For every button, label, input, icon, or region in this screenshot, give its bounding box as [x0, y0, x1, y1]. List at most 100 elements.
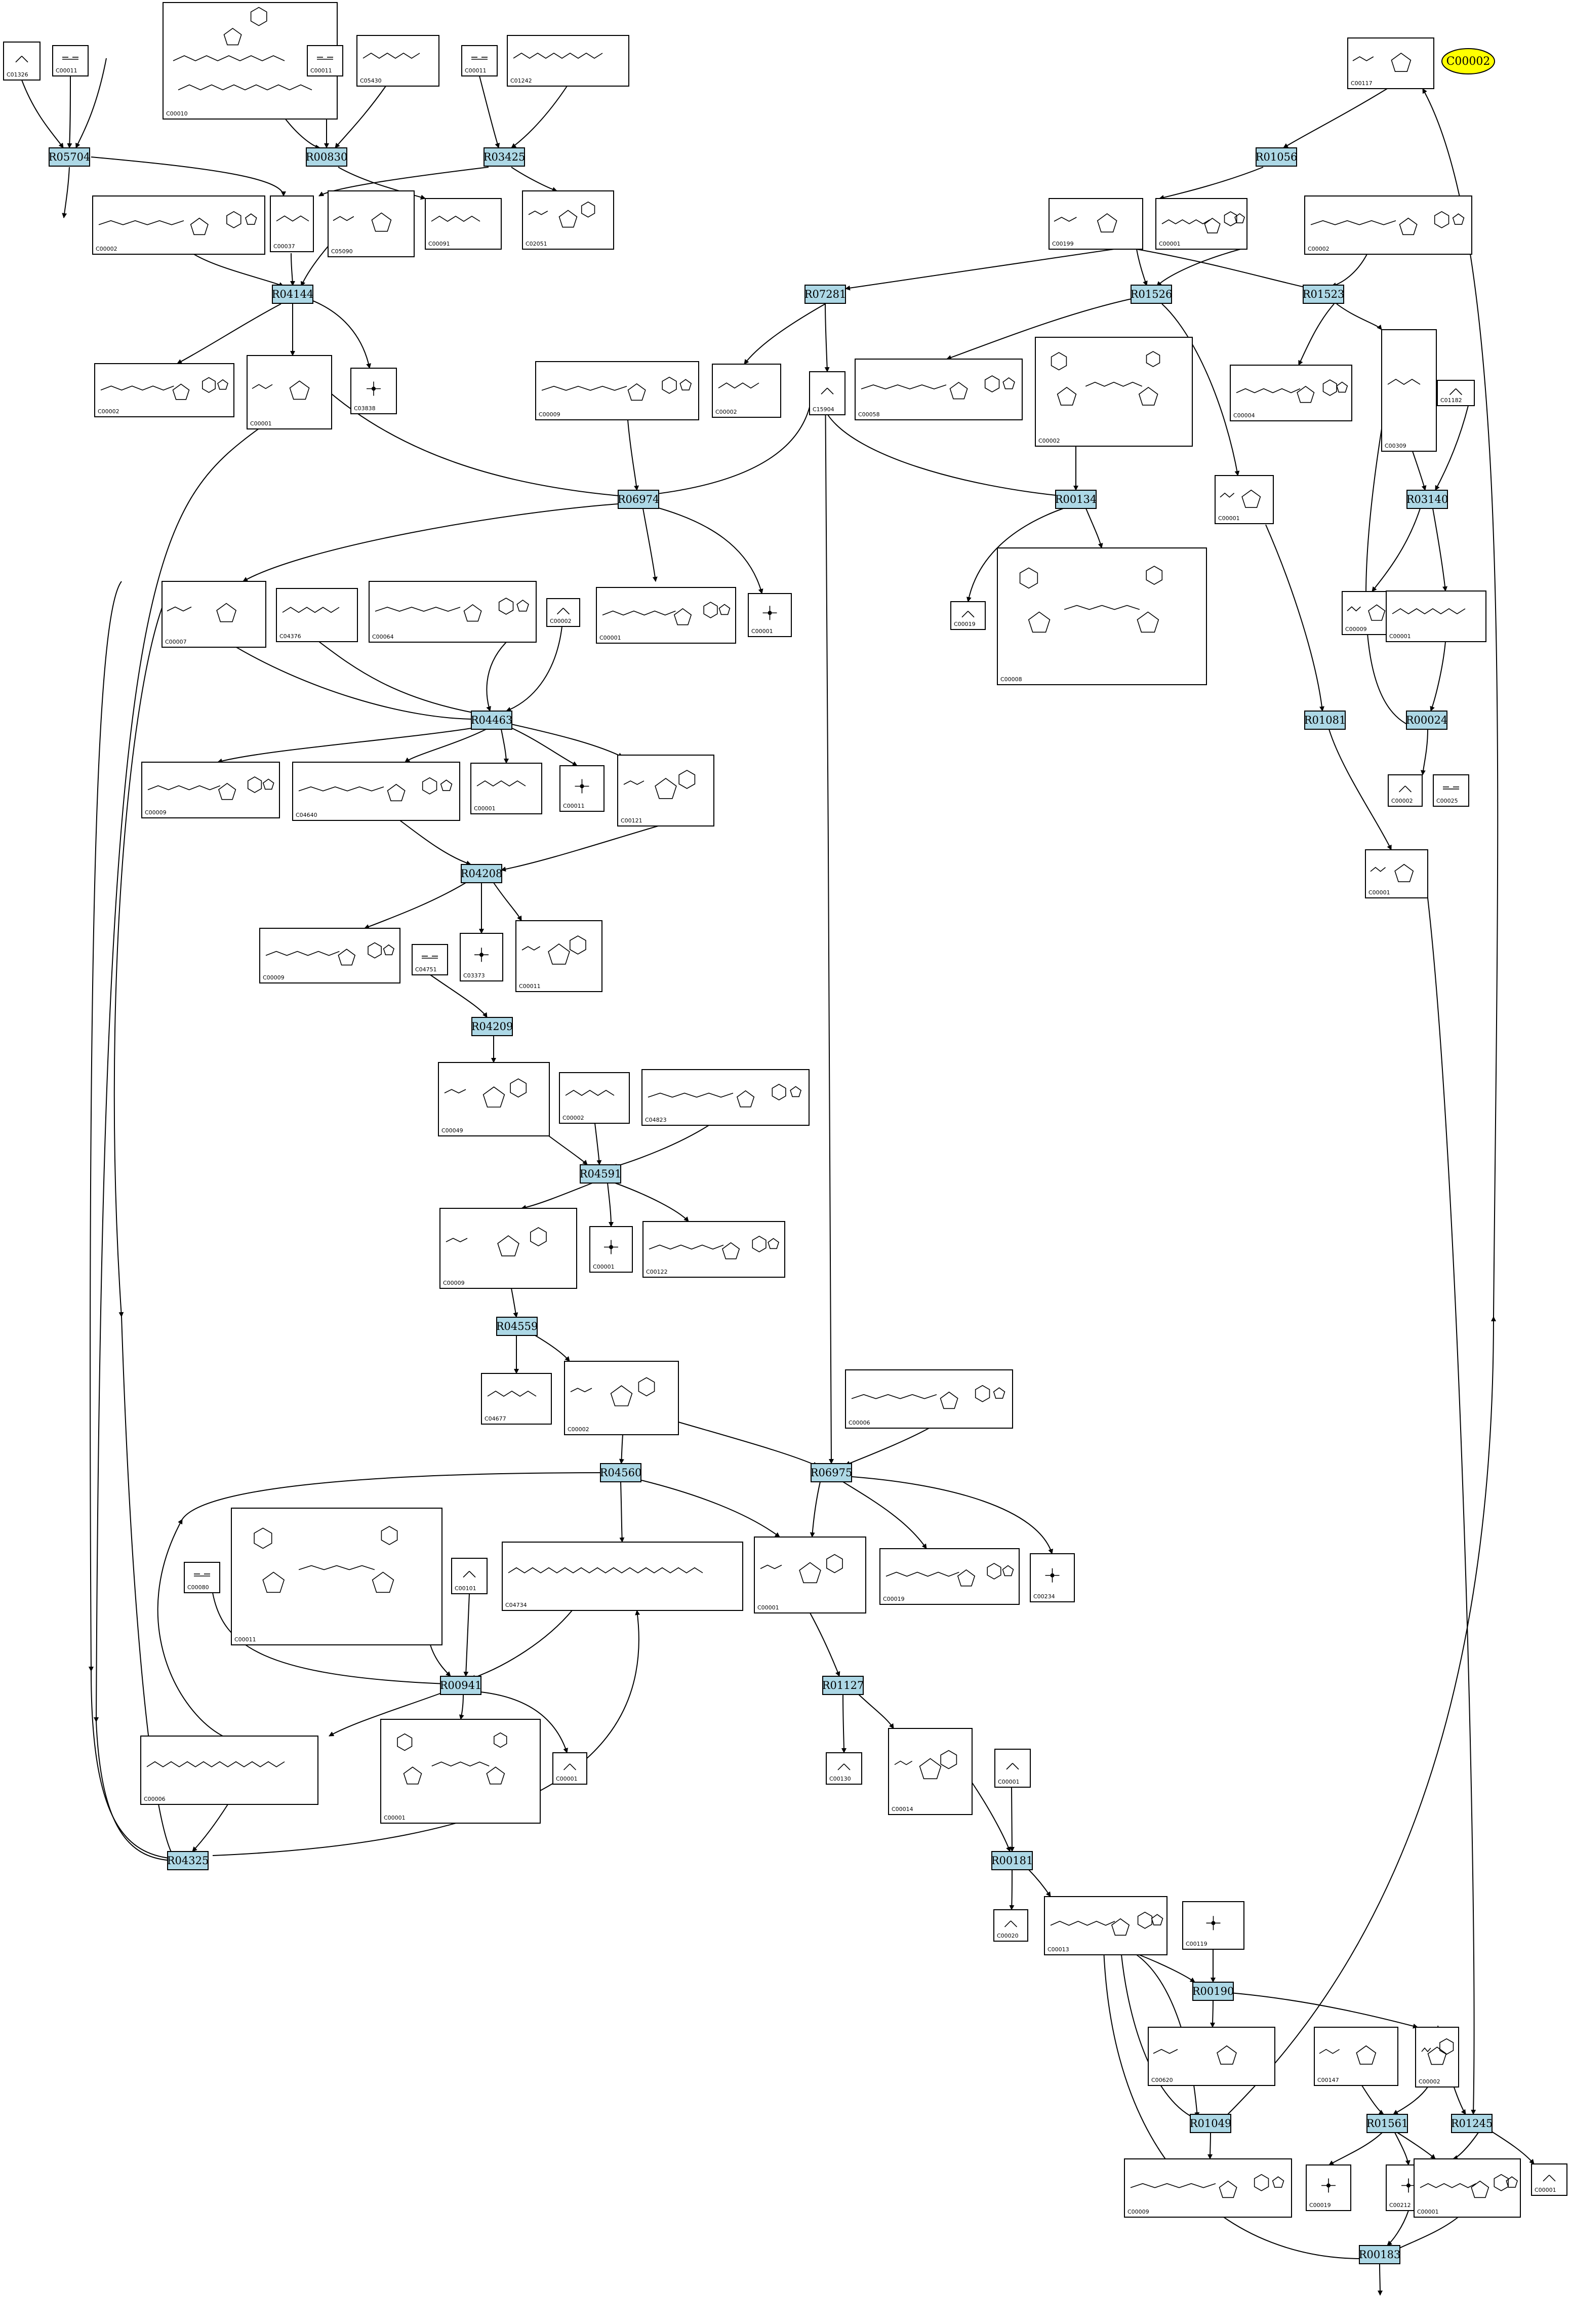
compound-node[interactable]: C00147	[1314, 2027, 1398, 2086]
compound-node[interactable]: C00002	[1415, 2027, 1459, 2087]
compound-node[interactable]: C00117	[1347, 37, 1434, 89]
reaction-node[interactable]: R04463	[471, 711, 513, 730]
reaction-node[interactable]: R04559	[496, 1317, 538, 1336]
reaction-node[interactable]: R04209	[471, 1017, 513, 1036]
reaction-node[interactable]: R01049	[1190, 2114, 1232, 2133]
compound-node[interactable]: C00019	[879, 1548, 1020, 1605]
reaction-node[interactable]: R01081	[1304, 711, 1346, 730]
compound-node[interactable]: C04734	[502, 1542, 743, 1611]
reaction-node[interactable]: R05704	[49, 147, 91, 167]
compound-node[interactable]: C00002	[546, 598, 580, 627]
compound-node[interactable]: C00002	[94, 363, 234, 417]
reaction-node[interactable]: R00024	[1406, 711, 1448, 730]
compound-node[interactable]: C00004	[1230, 365, 1352, 421]
compound-node[interactable]: C00002	[1035, 337, 1193, 447]
compound-node[interactable]: C00006	[140, 1736, 318, 1805]
compound-node[interactable]: C00122	[642, 1221, 785, 1278]
compound-node[interactable]: C02051	[522, 190, 614, 250]
compound-node[interactable]: C00009	[1124, 2158, 1292, 2218]
reaction-node[interactable]: R04560	[600, 1463, 642, 1482]
reaction-node[interactable]: R03425	[484, 147, 526, 167]
reaction-node[interactable]: R00190	[1192, 1982, 1234, 2001]
compound-node[interactable]: C00001	[1414, 2158, 1521, 2218]
compound-node[interactable]: C00009	[141, 762, 280, 818]
compound-node[interactable]: C00019	[950, 601, 986, 630]
reaction-node[interactable]: R01526	[1131, 285, 1173, 304]
compound-node[interactable]: C00620	[1148, 2027, 1275, 2086]
compound-node[interactable]: C00049	[438, 1062, 550, 1136]
compound-node[interactable]: C00037	[270, 195, 314, 252]
compound-node[interactable]: C00009	[439, 1208, 577, 1289]
compound-node[interactable]: C00091	[425, 198, 502, 250]
compound-node[interactable]: C00014	[888, 1728, 973, 1815]
reaction-node[interactable]: R06974	[618, 490, 660, 509]
compound-node[interactable]: C00002	[712, 364, 781, 418]
compound-node[interactable]: C00025	[1433, 774, 1469, 807]
reaction-node[interactable]: R04208	[461, 864, 503, 883]
compound-node[interactable]: C00130	[826, 1752, 862, 1785]
compound-node[interactable]: C00011	[231, 1508, 442, 1645]
compound-node[interactable]: C00011	[461, 45, 498, 76]
reaction-node[interactable]: R00181	[991, 1851, 1033, 1870]
compound-node[interactable]: C04677	[481, 1373, 552, 1425]
compound-node[interactable]: C05430	[356, 35, 439, 87]
reaction-node[interactable]: R01561	[1366, 2114, 1408, 2133]
compound-node[interactable]: C00080	[184, 1562, 220, 1593]
compound-node[interactable]: C00001	[754, 1537, 866, 1613]
compound-node[interactable]: C04640	[292, 762, 460, 821]
compound-node[interactable]: C00058	[855, 359, 1023, 420]
compound-node[interactable]: C00101	[451, 1558, 488, 1594]
reaction-node[interactable]: R00830	[306, 147, 348, 167]
compound-node[interactable]: C04751	[412, 944, 448, 975]
compound-node[interactable]: C00002	[564, 1361, 679, 1435]
compound-node[interactable]: C00001	[380, 1719, 541, 1824]
compound-node[interactable]: C00119	[1182, 1901, 1244, 1950]
compound-node[interactable]: C00009	[259, 928, 400, 983]
reaction-node[interactable]: R04591	[580, 1164, 622, 1184]
compound-node[interactable]: C00309	[1381, 329, 1437, 452]
compound-node[interactable]: C00234	[1030, 1553, 1075, 1602]
compound-node[interactable]: C00001	[596, 587, 736, 644]
compound-node[interactable]: C00001	[1215, 475, 1274, 524]
compound-node[interactable]: C00064	[369, 581, 537, 643]
compound-node[interactable]: C00001	[589, 1226, 633, 1273]
reaction-node[interactable]: R04144	[272, 285, 314, 304]
compound-node[interactable]: C00009	[535, 361, 699, 420]
reaction-node[interactable]: R00134	[1055, 490, 1097, 509]
compound-node[interactable]: C00011	[515, 920, 602, 992]
compound-node[interactable]: C00002	[559, 1072, 630, 1124]
compound-node[interactable]: C00013	[1044, 1896, 1167, 1955]
compound-node[interactable]: C00008	[997, 547, 1207, 685]
reaction-node[interactable]: R03140	[1406, 490, 1448, 509]
compound-node[interactable]: C00001	[748, 593, 792, 637]
compound-node[interactable]: C00006	[845, 1369, 1013, 1429]
compound-node[interactable]: C00020	[993, 1909, 1028, 1942]
compound-node[interactable]: C00001	[552, 1752, 587, 1785]
compound-node[interactable]: C01182	[1437, 380, 1475, 406]
highlight-compound-node[interactable]: C00002	[1441, 48, 1495, 74]
reaction-node[interactable]: R01523	[1303, 285, 1345, 304]
compound-node[interactable]: C03373	[460, 933, 503, 981]
compound-node[interactable]: C00001	[994, 1749, 1031, 1788]
compound-node[interactable]: C01242	[507, 35, 629, 87]
compound-node[interactable]: C00019	[1306, 2164, 1351, 2211]
reaction-node[interactable]: R01127	[822, 1676, 864, 1695]
compound-node[interactable]: C00011	[52, 45, 89, 76]
reaction-node[interactable]: R06975	[811, 1463, 853, 1482]
compound-node[interactable]: C00011	[307, 45, 343, 76]
compound-node[interactable]: C04823	[641, 1069, 810, 1126]
compound-node[interactable]: C00002	[1304, 195, 1472, 255]
compound-node[interactable]: C00001	[1386, 590, 1486, 642]
compound-node[interactable]: C00002	[92, 195, 265, 255]
compound-node[interactable]: C00001	[1531, 2163, 1567, 2196]
compound-node[interactable]: C00001	[247, 355, 332, 429]
reaction-node[interactable]: R01245	[1451, 2114, 1493, 2133]
compound-node[interactable]: C04376	[276, 588, 358, 642]
compound-node[interactable]: C00002	[1388, 774, 1423, 807]
compound-node[interactable]: C00001	[1365, 849, 1428, 898]
compound-node[interactable]: C00001	[470, 763, 542, 814]
compound-node[interactable]: C00001	[1155, 198, 1247, 250]
compound-node[interactable]: C03838	[350, 368, 397, 414]
compound-node[interactable]: C00011	[559, 765, 605, 812]
reaction-node[interactable]: R01056	[1256, 147, 1298, 167]
